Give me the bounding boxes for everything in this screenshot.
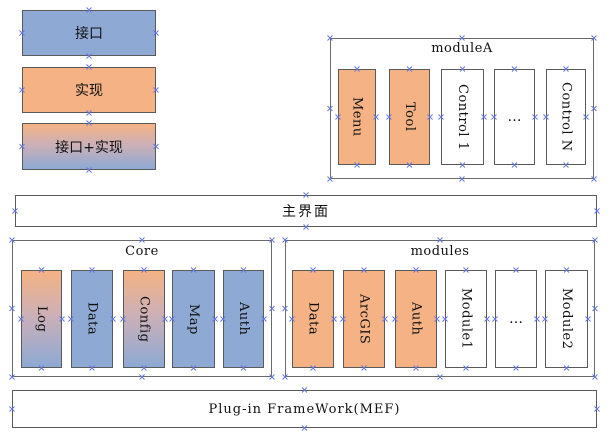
legend-interface-label: 接口 [75,26,103,42]
module-a-control-1: Control 1 [441,69,484,165]
module-a-menu-label: Menu [349,97,365,137]
module-a-tool-label: Tool [402,102,417,132]
main-ui-label: 主界面 [282,204,330,220]
modules-module2-label: Module2 [559,288,574,350]
legend-both-label: 接口+实现 [55,139,123,156]
modules-title: modules [410,244,470,259]
core-log: Log [21,270,62,368]
module-a-ellipsis-label: … [507,109,522,125]
module-a-control-n: Control N [546,69,586,165]
modules-module1-label: Module1 [458,288,474,350]
modules-module1: Module1 [445,270,487,368]
modules-data-label: Data [305,302,321,336]
modules-ellipsis-label: … [509,311,523,327]
legend-interface: 接口 [22,10,156,56]
core-map-label: Map [186,303,201,335]
core-config: Config [123,270,165,368]
legend-implementation: 实现 [22,67,156,113]
core-auth: Auth [223,270,264,368]
core-log-label: Log [34,305,49,333]
core-map: Map [172,270,215,368]
module-a-control-1-label: Control 1 [455,83,470,151]
modules-data: Data [292,270,334,368]
module-a-tool: Tool [389,69,430,165]
modules-arcgis-label: ArcGIS [356,293,372,345]
main-ui-bar: 主界面 [15,195,597,227]
core-title: Core [125,244,159,259]
core-auth-label: Auth [236,302,251,336]
module-a-control-n-label: Control N [558,82,574,152]
modules-arcgis: ArcGIS [343,270,385,368]
legend-interface-implementation: 接口+实现 [22,123,156,170]
legend-implementation-label: 实现 [75,83,103,99]
core-config-label: Config [136,295,152,343]
modules-auth: Auth [395,270,437,368]
framework-bar: Plug-in FrameWork(MEF) [12,390,597,428]
modules-module2: Module2 [545,270,588,368]
core-data-label: Data [84,302,100,336]
module-a-ellipsis: … [494,69,535,165]
modules-ellipsis: … [495,270,537,368]
module-a-menu: Menu [338,69,376,165]
core-data: Data [71,270,113,368]
module-a-title: moduleA [431,41,493,56]
framework-label: Plug-in FrameWork(MEF) [208,401,401,417]
modules-auth-label: Auth [408,302,424,336]
